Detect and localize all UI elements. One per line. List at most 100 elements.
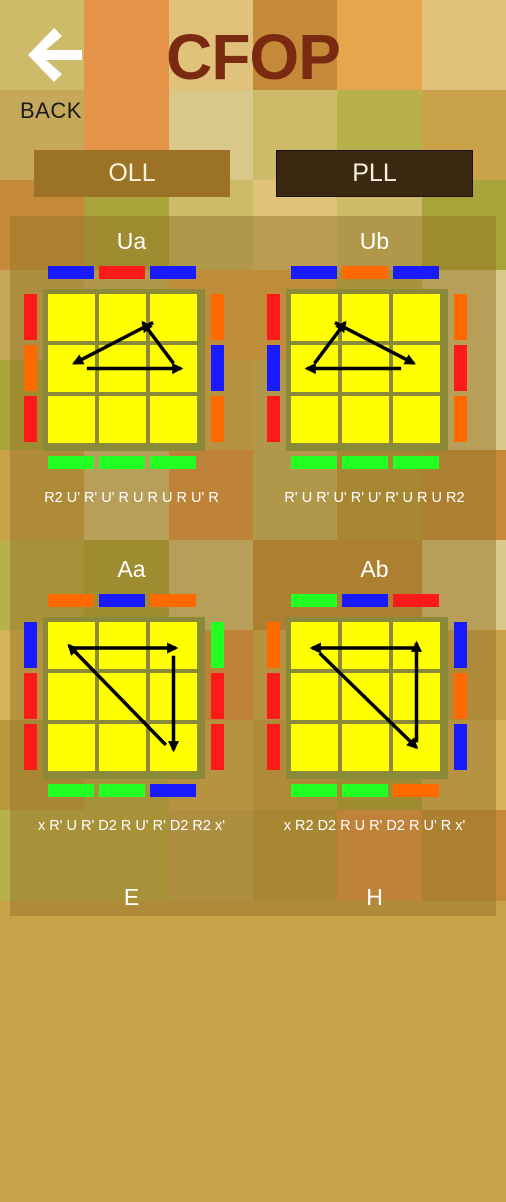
edge-sticker-bottom [99, 784, 145, 797]
edge-sticker-bottom [393, 456, 439, 469]
case-aa[interactable]: Aa x R' U R' D2 R U' R' D2 R2 x' [10, 544, 253, 874]
edge-sticker-top [342, 594, 388, 607]
edge-sticker-right [211, 673, 224, 719]
edge-sticker-bottom [150, 456, 196, 469]
cube-sticker [99, 622, 146, 669]
edge-sticker-left [24, 622, 37, 668]
edge-sticker-left [267, 622, 280, 668]
edge-sticker-top [99, 266, 145, 279]
cube-sticker [99, 673, 146, 720]
back-button[interactable]: BACK [18, 22, 90, 128]
edge-sticker-bottom [342, 784, 388, 797]
back-arrow-icon [28, 28, 82, 82]
edge-sticker-left [24, 294, 37, 340]
cube-sticker [291, 396, 338, 443]
cube-sticker [150, 294, 197, 341]
case-name: Aa [117, 556, 146, 582]
edge-sticker-top [48, 266, 94, 279]
move-arrow-icon [141, 320, 175, 365]
edge-sticker-right [211, 724, 224, 770]
edge-sticker-top [342, 266, 388, 279]
move-arrow-icon [313, 320, 347, 365]
cube-sticker [48, 294, 95, 341]
case-ua[interactable]: Ua R2 U' R' U' R U R U R U' R [10, 216, 253, 546]
cube-sticker [393, 396, 440, 443]
back-label: BACK [20, 98, 82, 123]
cube-sticker [150, 396, 197, 443]
edge-sticker-bottom [150, 784, 196, 797]
case-ab[interactable]: Ab x R2 D2 R U R' D2 R U' R x' [253, 544, 496, 874]
edge-sticker-top [99, 594, 145, 607]
cube-sticker [291, 673, 338, 720]
edge-sticker-right [454, 294, 467, 340]
edge-sticker-left [267, 294, 280, 340]
page-title: CFOP [166, 21, 341, 93]
cube-sticker [99, 396, 146, 443]
cube-sticker [342, 724, 389, 771]
cube-sticker [342, 396, 389, 443]
case-list-panel[interactable]: Ua R2 U' R' U' R U R U R U' R Ub R' U R'… [10, 216, 496, 916]
case-h[interactable]: H [253, 872, 496, 1202]
edge-sticker-right [211, 345, 224, 391]
cube-diagram [267, 594, 467, 797]
edge-sticker-right [454, 396, 467, 442]
cube-sticker [393, 294, 440, 341]
move-arrow-icon [67, 643, 168, 747]
cube-diagram [267, 266, 467, 469]
edge-sticker-top [291, 266, 337, 279]
edge-sticker-left [267, 345, 280, 391]
case-algorithm: x R2 D2 R U R' D2 R U' R x' [283, 818, 466, 834]
move-arrow-icon [318, 651, 419, 750]
edge-sticker-bottom [342, 456, 388, 469]
cube-sticker [342, 622, 389, 669]
edge-sticker-bottom [291, 456, 337, 469]
cube-sticker [99, 294, 146, 341]
case-ub[interactable]: Ub R' U R' U' R' U' R' U R U R2 [253, 216, 496, 546]
case-algorithm: R2 U' R' U' R U R U R U' R [44, 490, 219, 506]
cube-sticker [48, 724, 95, 771]
edge-sticker-bottom [99, 456, 145, 469]
case-name: Ab [360, 556, 389, 582]
edge-sticker-bottom [291, 784, 337, 797]
case-name: H [366, 884, 383, 910]
edge-sticker-right [454, 724, 467, 770]
edge-sticker-left [267, 673, 280, 719]
edge-sticker-left [24, 345, 37, 391]
cube-sticker [291, 724, 338, 771]
edge-sticker-top [393, 266, 439, 279]
cube-sticker [48, 622, 95, 669]
edge-sticker-bottom [393, 784, 439, 797]
case-algorithm: R' U R' U' R' U' R' U R U R2 [284, 490, 465, 506]
edge-sticker-right [454, 673, 467, 719]
edge-sticker-left [267, 724, 280, 770]
cube-diagram [24, 266, 224, 469]
edge-sticker-left [267, 396, 280, 442]
cube-sticker [48, 673, 95, 720]
edge-sticker-right [211, 622, 224, 668]
case-name: E [123, 884, 140, 910]
move-arrow-icon [72, 321, 154, 365]
case-name: Ua [116, 228, 147, 254]
cube-sticker [342, 294, 389, 341]
edge-sticker-left [24, 724, 37, 770]
edge-sticker-bottom [48, 784, 94, 797]
cube-sticker [48, 396, 95, 443]
edge-sticker-top [150, 594, 196, 607]
edge-sticker-right [211, 396, 224, 442]
move-arrow-icon [334, 321, 416, 365]
edge-sticker-right [454, 622, 467, 668]
edge-sticker-bottom [48, 456, 94, 469]
edge-sticker-right [211, 294, 224, 340]
tab-oll[interactable]: OLL [34, 150, 230, 197]
edge-sticker-top [150, 266, 196, 279]
case-algorithm: x R' U R' D2 R U' R' D2 R2 x' [37, 818, 226, 834]
cube-diagram [24, 594, 224, 797]
edge-sticker-left [24, 396, 37, 442]
edge-sticker-top [393, 594, 439, 607]
tab-pll[interactable]: PLL [276, 150, 473, 197]
edge-sticker-top [48, 594, 94, 607]
case-e[interactable]: E [10, 872, 253, 1202]
edge-sticker-left [24, 673, 37, 719]
edge-sticker-right [454, 345, 467, 391]
edge-sticker-top [291, 594, 337, 607]
